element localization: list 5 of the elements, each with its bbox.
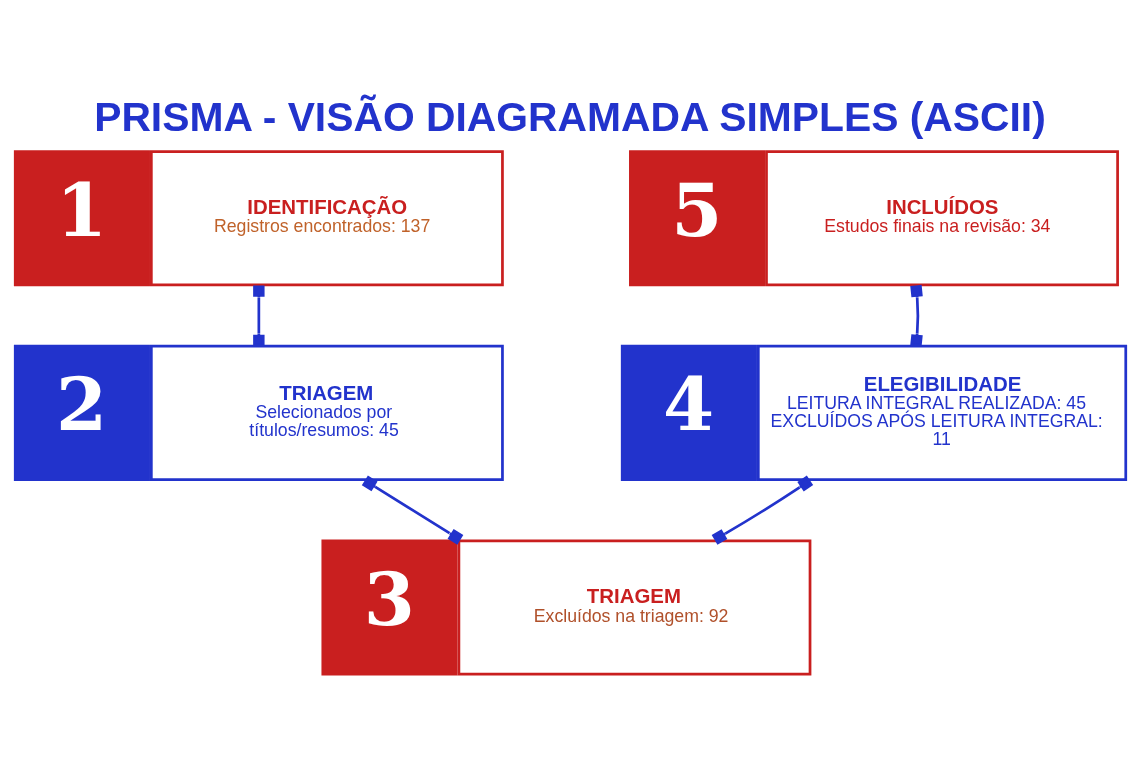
connector [253,284,265,346]
connector [361,475,464,545]
connector [910,284,923,347]
connector [711,475,814,545]
diagram-title: PRISMA - VISÃO DIAGRAMADA SIMPLES (ASCII) [94,93,1046,140]
